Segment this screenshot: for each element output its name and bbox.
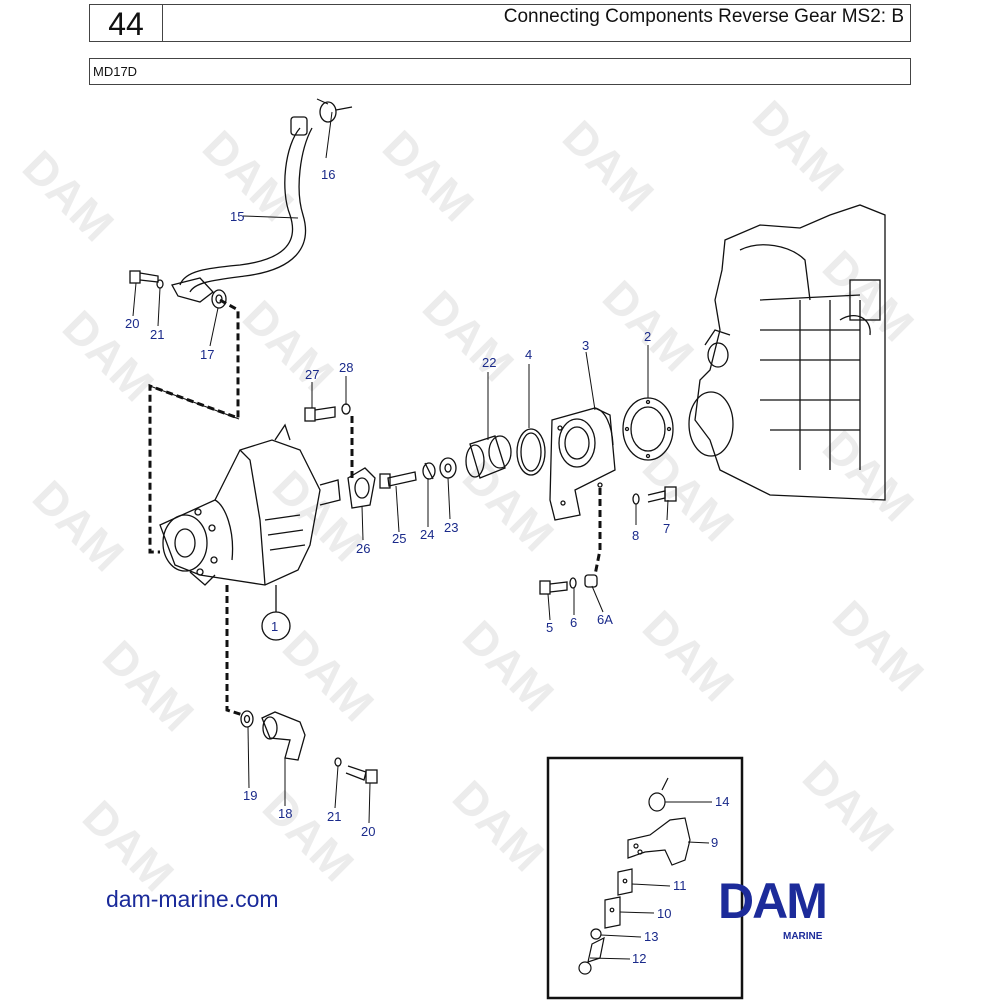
adapter-housing-3 — [549, 407, 616, 521]
dam-marine-logo-subtext: MARINE — [783, 931, 823, 942]
elbow-18 — [261, 711, 306, 761]
bolt-27 — [304, 406, 336, 422]
spacer-6a — [584, 574, 598, 588]
callout-27: 27 — [305, 367, 319, 382]
watermark-text: DAM — [743, 90, 854, 201]
callout-labels: 1 2 3 4 5 6 6A 7 8 9 10 11 12 13 14 15 1… — [125, 167, 729, 966]
inset-leader-lines — [589, 801, 712, 960]
washer-6 — [569, 577, 577, 589]
washer-21-upper — [156, 279, 164, 289]
watermark-text: DAM — [193, 120, 304, 231]
callout-1: 1 — [271, 619, 278, 634]
callout-22: 22 — [482, 355, 496, 370]
watermark-text: DAM — [93, 630, 204, 741]
header-bar: 44 Connecting Components Reverse Gear MS… — [89, 4, 911, 42]
watermark-text: DAM — [53, 300, 164, 411]
reverse-gear-1 — [159, 423, 341, 641]
nut-14 — [648, 777, 669, 812]
callout-20-upper: 20 — [125, 316, 139, 331]
bolt-12 — [578, 936, 605, 975]
washer-8 — [632, 493, 640, 505]
callout-14: 14 — [715, 794, 729, 809]
callout-21-lower: 21 — [327, 809, 341, 824]
callout-28: 28 — [339, 360, 353, 375]
page-title: Connecting Components Reverse Gear MS2: … — [503, 6, 904, 27]
leader-lines — [132, 98, 669, 824]
washer-19 — [240, 710, 254, 728]
callout-6a: 6A — [597, 612, 613, 627]
callout-20-lower: 20 — [361, 824, 375, 839]
callout-5: 5 — [546, 620, 553, 635]
callout-6: 6 — [570, 615, 577, 630]
watermark-text: DAM — [273, 620, 384, 731]
callout-24: 24 — [420, 527, 434, 542]
watermark-text: DAM — [253, 780, 364, 891]
callout-4: 4 — [525, 347, 532, 362]
dashed-assembly-lines — [148, 298, 602, 717]
model-bar: MD17D — [89, 58, 911, 85]
lock-washer-24 — [422, 462, 436, 480]
watermark-text: DAM — [13, 140, 124, 251]
callout-17: 17 — [200, 347, 214, 362]
callout-8: 8 — [632, 528, 639, 543]
model-label: MD17D — [93, 64, 138, 79]
bolt-5 — [539, 580, 568, 595]
hose-15 — [179, 127, 313, 293]
callout-23: 23 — [444, 520, 458, 535]
callout-25: 25 — [392, 531, 406, 546]
o-ring-4 — [516, 428, 546, 476]
callout-16: 16 — [321, 167, 335, 182]
website-link[interactable]: dam-marine.com — [106, 886, 279, 912]
flange-26 — [347, 467, 376, 509]
plate-11 — [617, 868, 633, 896]
callout-10: 10 — [657, 906, 671, 921]
bolt-20-upper — [129, 270, 159, 284]
callout-21-upper: 21 — [150, 327, 164, 342]
washer-17 — [211, 289, 227, 309]
coupling-sleeve-22 — [465, 435, 512, 479]
washer-23 — [439, 457, 457, 479]
bolt-20-lower — [345, 765, 378, 784]
watermark-text: DAM — [633, 600, 744, 711]
callout-19: 19 — [243, 788, 257, 803]
gasket-2 — [622, 397, 674, 461]
callout-12: 12 — [632, 951, 646, 966]
callout-9: 9 — [711, 835, 718, 850]
watermark-text: DAM — [413, 280, 524, 391]
callout-2: 2 — [644, 329, 651, 344]
callout-3: 3 — [582, 338, 589, 353]
dam-marine-logo: DAM — [718, 873, 828, 929]
engine-block — [688, 204, 886, 501]
callout-26: 26 — [356, 541, 370, 556]
callout-18: 18 — [278, 806, 292, 821]
watermark-text: DAM — [453, 450, 564, 561]
watermark-text: DAM — [233, 290, 344, 401]
hose-flange — [171, 277, 214, 303]
watermark-text: DAM — [793, 750, 904, 861]
watermark-text: DAM — [373, 120, 484, 231]
watermark-text: DAM — [23, 470, 134, 581]
washer-28 — [341, 403, 351, 415]
bolt-7 — [647, 486, 677, 503]
callout-13: 13 — [644, 929, 658, 944]
watermark-text: DAM — [73, 790, 184, 901]
callout-11: 11 — [673, 878, 687, 893]
page-number: 44 — [90, 5, 163, 42]
watermark-text: DAM — [443, 770, 554, 881]
washer-13 — [590, 928, 602, 940]
bolt-25 — [379, 471, 417, 489]
callout-7: 7 — [663, 521, 670, 536]
bracket-9 — [627, 817, 691, 866]
watermark-text: DAM — [553, 110, 664, 221]
bracket-detail-inset — [546, 756, 744, 1000]
washer-21-lower — [334, 757, 342, 767]
callout-15: 15 — [230, 209, 244, 224]
connector-16 — [290, 101, 353, 136]
watermark-text: DAM — [823, 590, 934, 701]
plate-10 — [604, 896, 621, 929]
